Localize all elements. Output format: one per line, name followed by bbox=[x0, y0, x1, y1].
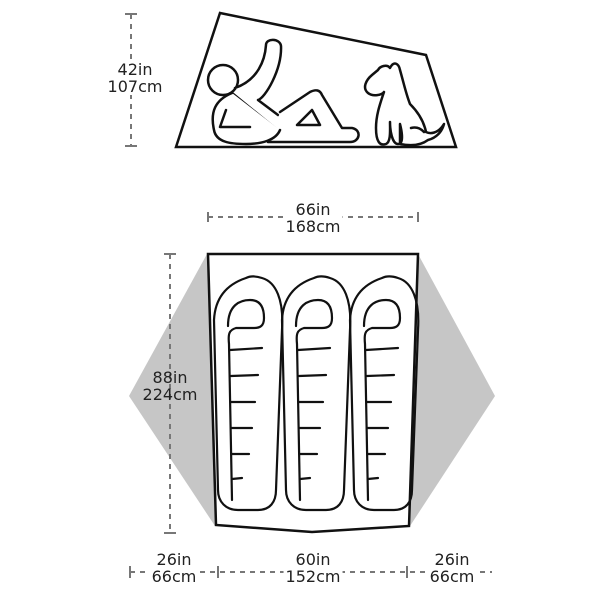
length-metric: 224cm bbox=[142, 385, 198, 404]
right-vestibule-label: 26in 66cm bbox=[427, 551, 477, 586]
left-vestibule-label: 26in 66cm bbox=[149, 551, 199, 586]
floor-plan bbox=[129, 252, 495, 534]
height-dimension-line bbox=[125, 13, 137, 147]
person-reclining-icon bbox=[206, 38, 360, 146]
tent-floor-outline bbox=[206, 252, 420, 534]
right-vestibule bbox=[410, 254, 495, 526]
right-vestibule-metric: 66cm bbox=[427, 567, 477, 586]
sleeping-bag-icon bbox=[212, 275, 284, 512]
right-vestibule-imperial: 26in bbox=[427, 551, 477, 568]
height-label: 42in 107cm bbox=[105, 61, 165, 96]
width-top-imperial: 66in bbox=[283, 201, 343, 218]
floor-width-metric: 152cm bbox=[283, 567, 343, 586]
left-vestibule bbox=[129, 254, 215, 526]
floor-width-label: 60in 152cm bbox=[283, 551, 343, 586]
sleeping-bag-icon bbox=[348, 275, 420, 512]
dog-sitting-icon bbox=[363, 62, 446, 147]
width-top-label: 66in 168cm bbox=[283, 201, 343, 236]
left-vestibule-metric: 66cm bbox=[149, 567, 199, 586]
left-vestibule-imperial: 26in bbox=[149, 551, 199, 568]
height-metric: 107cm bbox=[105, 77, 165, 96]
length-dimension-line bbox=[164, 253, 176, 534]
sleeping-bag-icon bbox=[280, 275, 352, 512]
length-imperial: 88in bbox=[152, 368, 188, 387]
height-imperial: 42in bbox=[105, 61, 165, 78]
side-view bbox=[125, 11, 458, 149]
width-top-metric: 168cm bbox=[283, 217, 343, 236]
sleeping-bags bbox=[212, 275, 420, 512]
floor-width-imperial: 60in bbox=[283, 551, 343, 568]
length-label: 88in 224cm bbox=[143, 369, 198, 403]
